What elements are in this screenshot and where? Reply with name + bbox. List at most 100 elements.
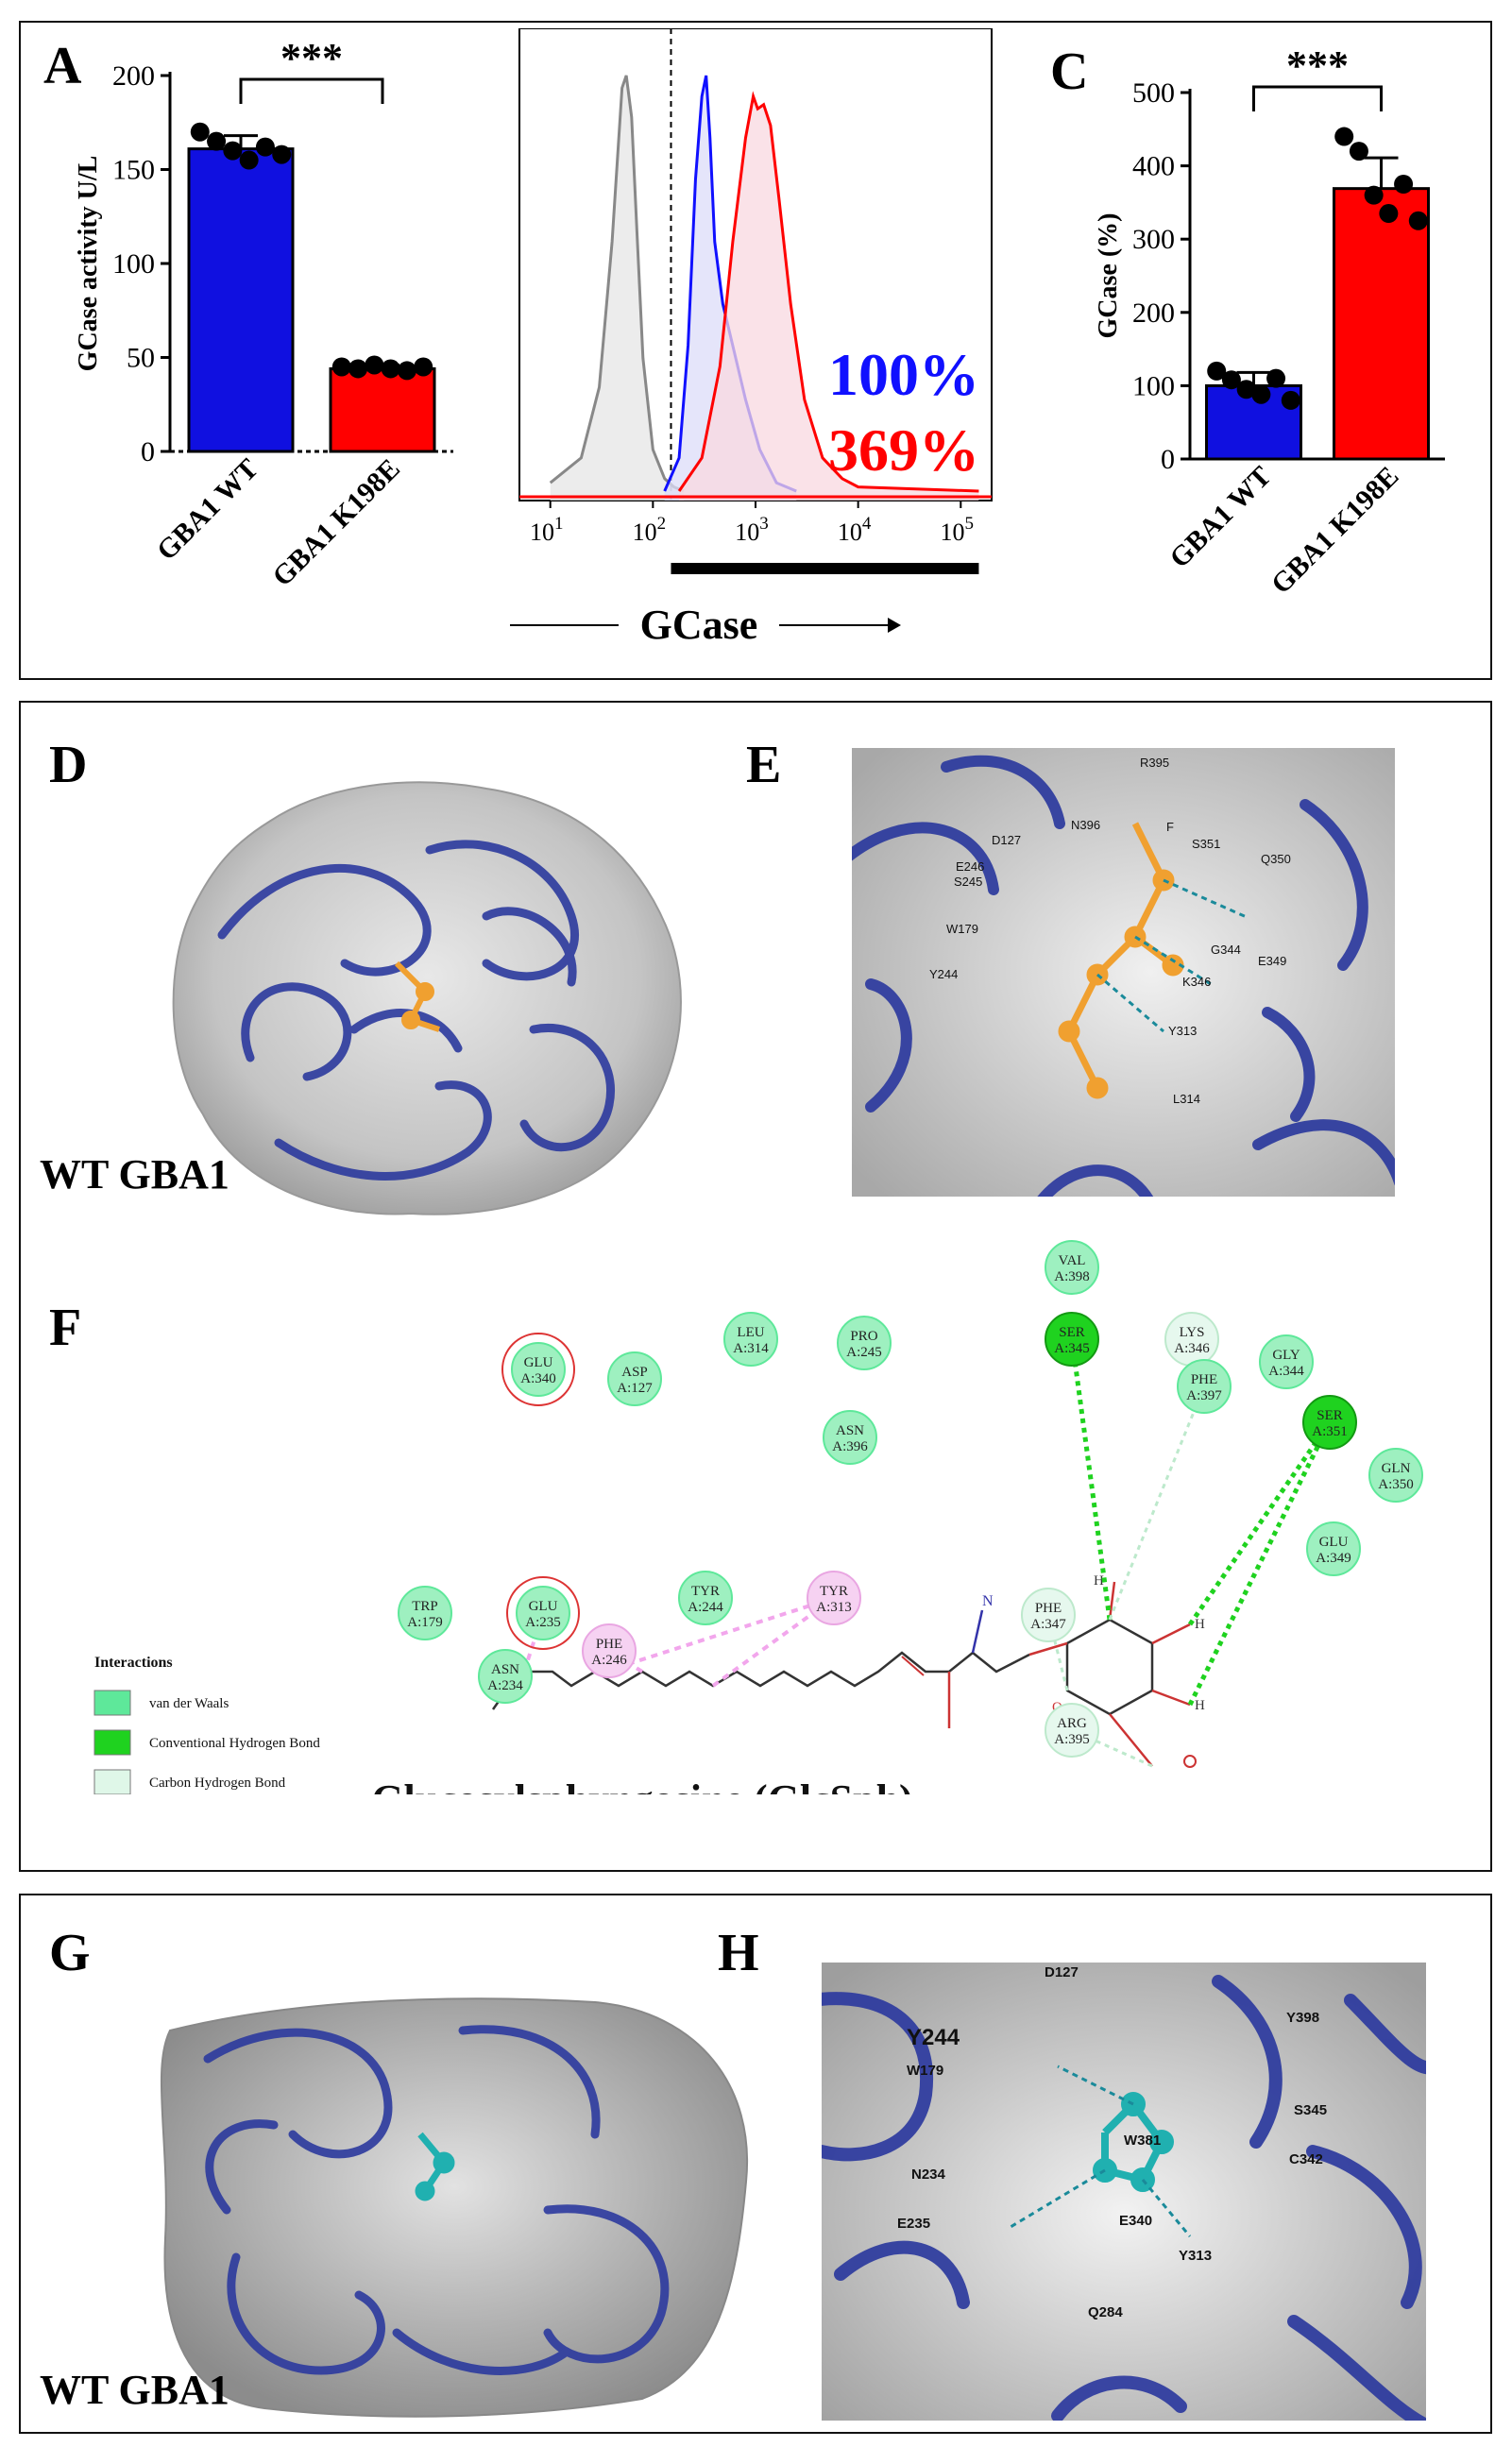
residue-id: A:349	[1316, 1551, 1351, 1566]
chart-a-category-label: GBA1 K198E	[266, 453, 406, 593]
atom-label-n: N	[982, 1593, 994, 1609]
chart-a-y-tick-label: 100	[112, 248, 155, 280]
chart-a-y-tick-label: 50	[127, 343, 155, 374]
residue-disc	[511, 1342, 566, 1397]
interaction-diagram-f: NOHHHVALA:398SERA:345LYSA:346GLYA:344LEU…	[93, 1240, 1423, 1794]
chart-c-y-tick-label: 0	[1161, 444, 1175, 475]
residue-name: ASN	[491, 1662, 519, 1677]
legend-swatch	[93, 1729, 131, 1756]
chart-b-series-fill	[550, 76, 685, 501]
chart-a-significance-label: ***	[280, 35, 343, 81]
chart-c-significance-label: ***	[1286, 42, 1349, 89]
legend-label: van der Waals	[149, 1696, 229, 1711]
chart-a-category-label: GBA1 WT	[151, 453, 264, 567]
residue-disc	[807, 1571, 861, 1625]
residue-id: A:313	[816, 1600, 852, 1615]
residue-id: A:346	[1174, 1341, 1210, 1356]
interaction-line	[1108, 1385, 1206, 1621]
protein-structure-h	[822, 1963, 1426, 2421]
residue-name: SER	[1317, 1408, 1343, 1423]
panel-label-f: F	[49, 1299, 82, 1357]
residue-id: A:396	[832, 1439, 868, 1454]
residue-label: Q350	[1261, 852, 1291, 866]
chart-c-y-tick-label: 300	[1132, 224, 1175, 255]
residue-label: S351	[1192, 837, 1221, 851]
chart-c-category-label: GBA1 WT	[1164, 461, 1277, 574]
residue-label: E349	[1258, 954, 1287, 968]
protein-structure-e	[852, 748, 1395, 1197]
chart-a-y-tick-label: 0	[141, 436, 155, 467]
legend-title: Interactions	[94, 1655, 173, 1671]
ligand-glycosidic-bond	[1028, 1641, 1068, 1657]
residue-id: A:398	[1054, 1269, 1090, 1284]
chart-b-annotation: 369%	[828, 416, 979, 484]
residue-label: E235	[897, 2216, 931, 2232]
residue-label: W381	[1124, 2133, 1162, 2149]
chart-a-data-point	[239, 150, 259, 170]
ligand-chain	[491, 1651, 1030, 1710]
residue-disc	[607, 1351, 662, 1406]
chart-a-data-point	[365, 355, 384, 375]
panel-label-e: E	[746, 736, 782, 794]
residue-label: S345	[1294, 2102, 1328, 2118]
panel-label-c: C	[1050, 42, 1089, 101]
residue-label: E340	[1119, 2213, 1153, 2229]
residue-name: GLU	[1319, 1535, 1349, 1550]
residue-id: A:397	[1186, 1388, 1222, 1403]
interaction-line	[603, 1596, 835, 1674]
ligand-ch2oh	[1109, 1713, 1153, 1767]
residue-id: A:344	[1268, 1364, 1304, 1379]
chart-a-data-point	[223, 141, 243, 161]
residue-disc	[1177, 1359, 1232, 1414]
chart-c-data-point	[1334, 127, 1354, 146]
structure-g-label: WT GBA1	[40, 2367, 229, 2413]
chart-c-y-tick-label: 100	[1132, 370, 1175, 401]
residue-disc	[823, 1410, 877, 1465]
ligand-oxygen	[1183, 1755, 1197, 1768]
residue-label: Y398	[1286, 2010, 1320, 2026]
chart-b-x-tick-label: 104	[838, 514, 872, 546]
chart-b-series-fill	[679, 96, 979, 501]
chart-c-data-point	[1236, 380, 1256, 399]
chart-c-data-point	[1408, 211, 1428, 230]
residue-name: ASP	[621, 1365, 648, 1380]
chart-c-significance-bracket	[1252, 85, 1383, 111]
chart-a-data-point	[255, 137, 275, 157]
chart-a-data-point	[414, 357, 433, 377]
residue-disc	[1045, 1703, 1099, 1758]
chart-a-data-point	[207, 131, 227, 151]
chart-c-data-point	[1251, 384, 1271, 404]
residue-disc	[1306, 1521, 1361, 1576]
residue-label: D127	[992, 833, 1022, 847]
residue-id: A:340	[520, 1371, 556, 1386]
residue-disc	[582, 1623, 637, 1678]
residue-name: GLU	[524, 1355, 553, 1370]
residue-id: A:179	[407, 1615, 443, 1630]
chart-c-data-point	[1364, 185, 1384, 205]
chart-c-data-point	[1266, 368, 1286, 388]
residue-disc	[1302, 1395, 1357, 1450]
chart-b-x-tick-label: 101	[530, 514, 564, 546]
residue-disc	[837, 1316, 892, 1370]
residue-label: L314	[1173, 1092, 1200, 1106]
chart-b-series-fill	[664, 76, 797, 501]
chart-a-y-axis-label: GCase activity U/L	[74, 156, 103, 372]
residue-name: TYR	[820, 1584, 848, 1599]
chart-a-data-point	[190, 122, 210, 142]
residue-id: A:235	[525, 1615, 561, 1630]
ligand-amine	[971, 1609, 984, 1654]
chart-a-significance-bracket	[239, 77, 384, 104]
residue-disc	[1259, 1334, 1314, 1389]
